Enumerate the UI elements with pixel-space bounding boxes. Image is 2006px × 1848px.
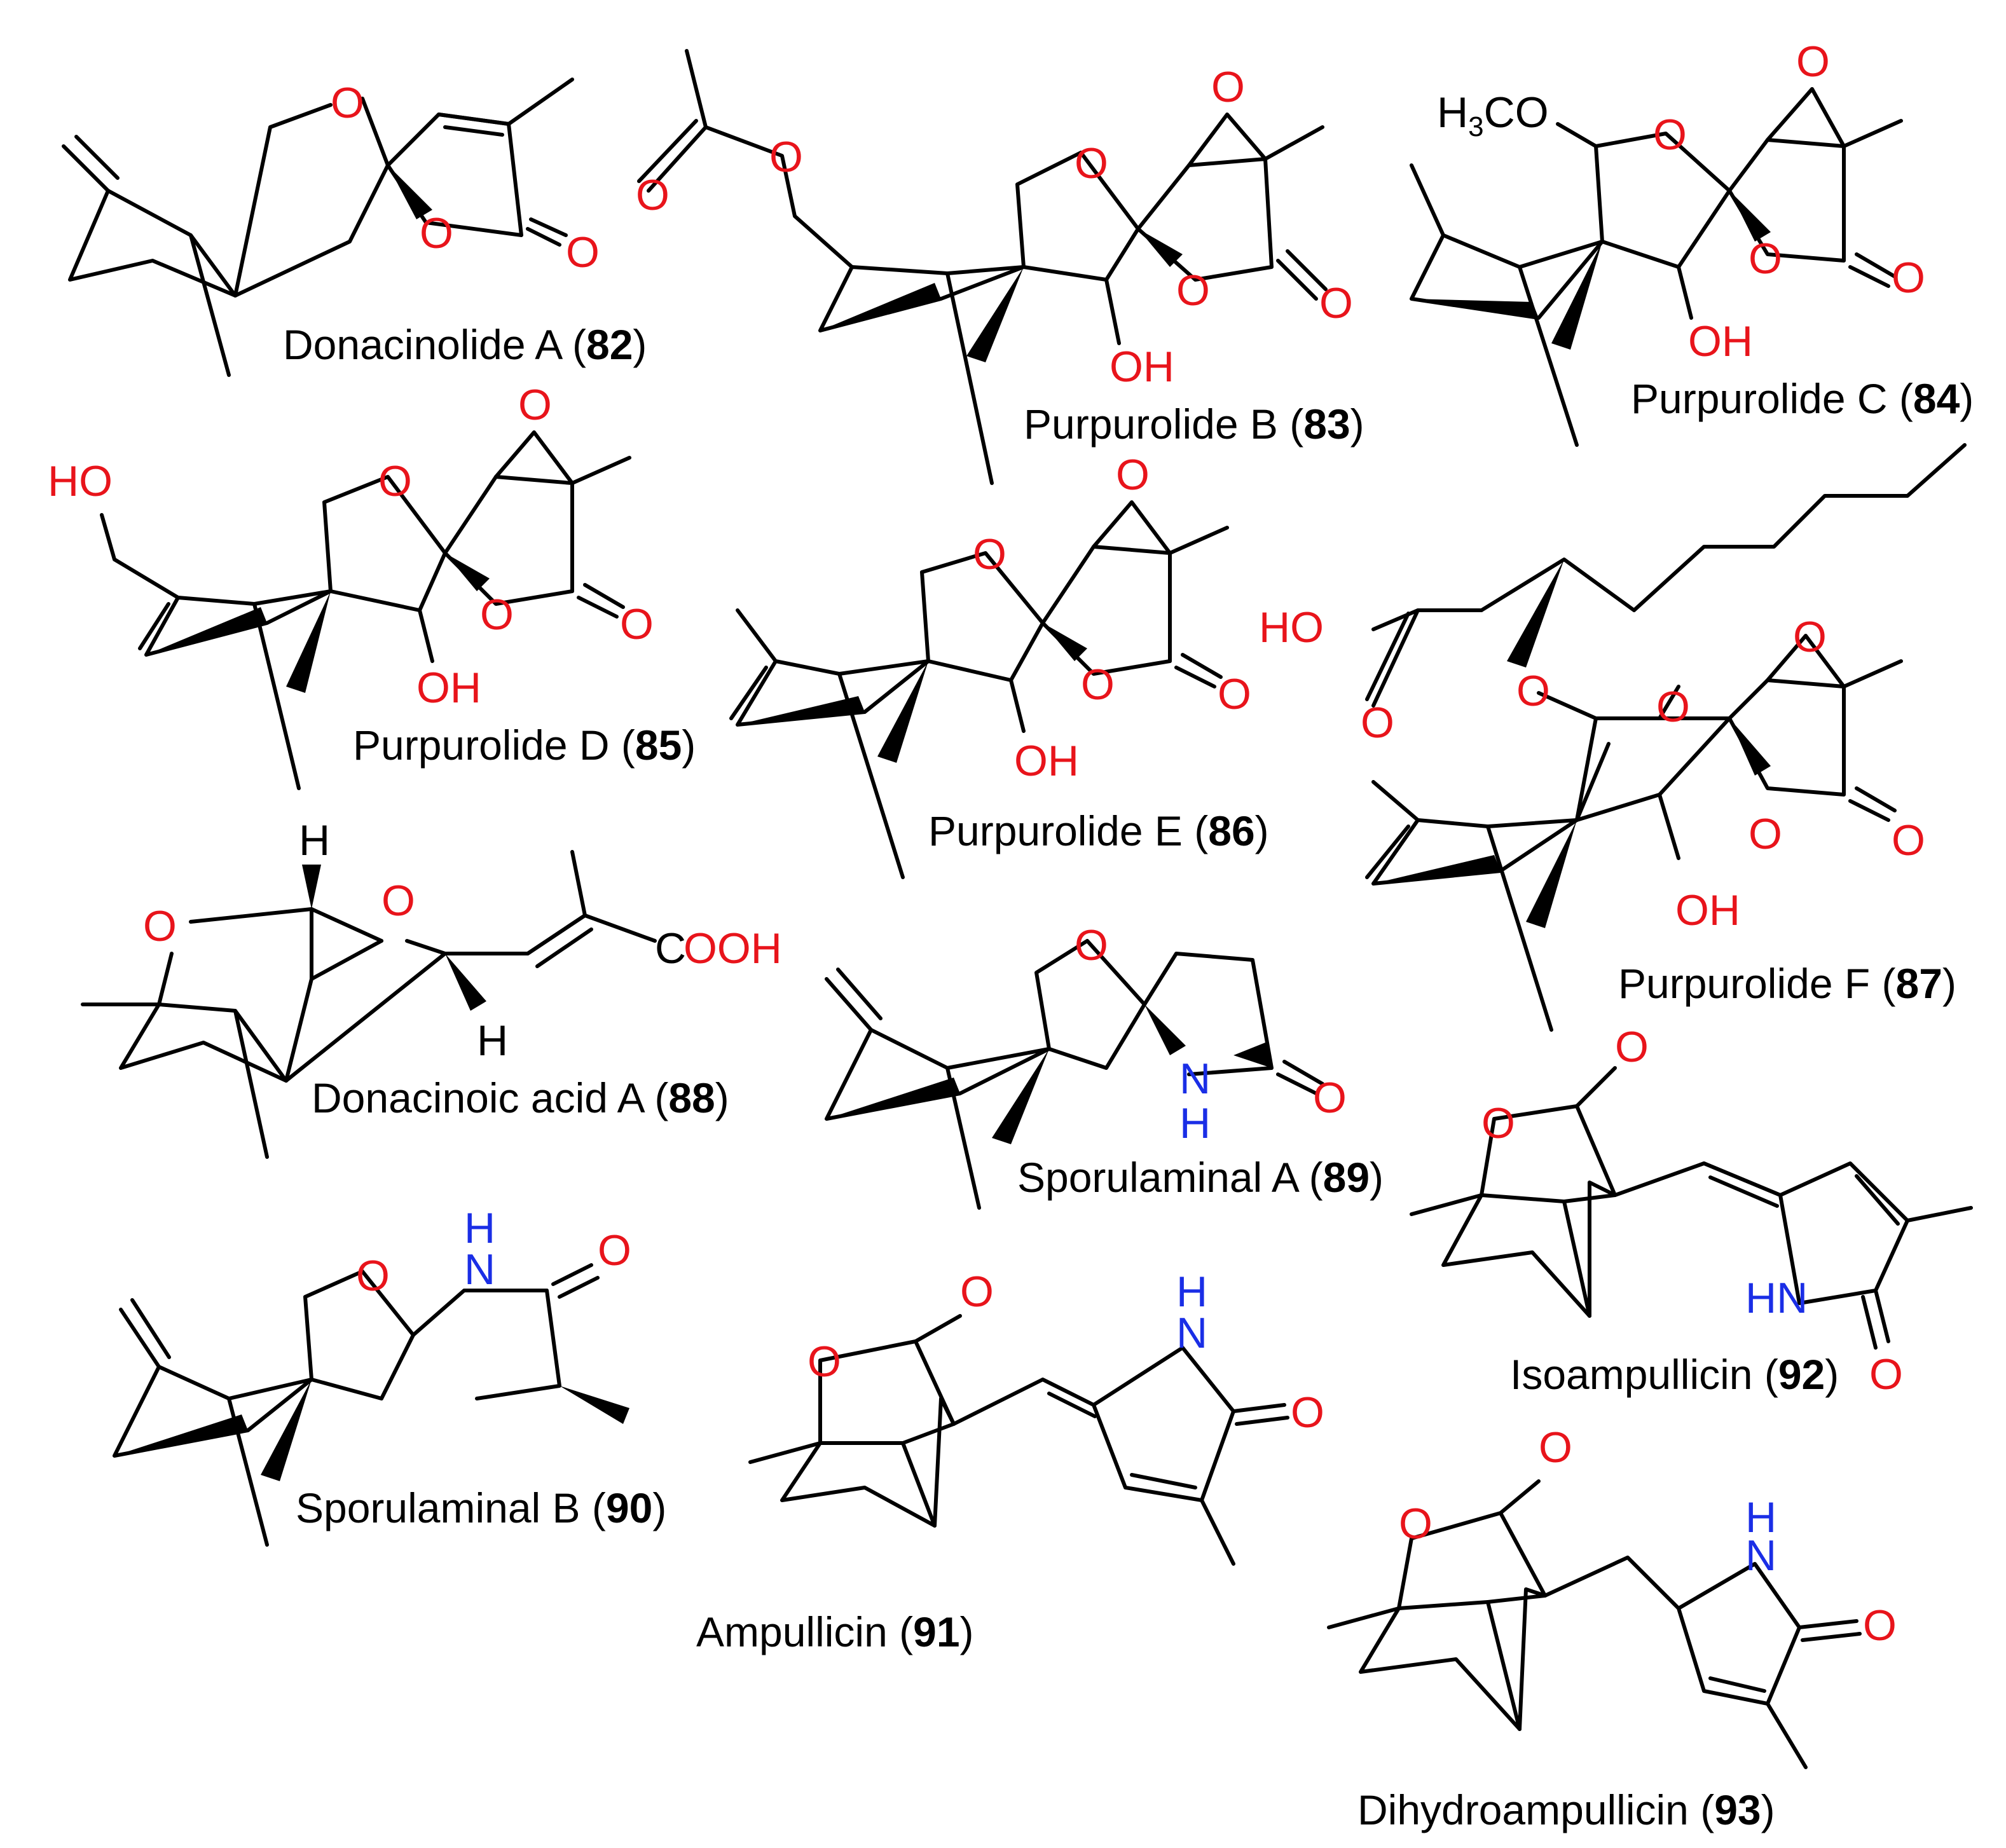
atom-o: O [1748,810,1782,858]
atom-oh: OH [1109,343,1174,391]
atom-o: O [1313,1074,1347,1122]
atom-o: O [620,600,654,648]
label-92: Isoampullicin (92) [1510,1351,1839,1398]
atom-o: O [1892,254,1925,302]
atom-o: O [1176,266,1210,315]
atom-h: H [477,1016,508,1065]
atom-ho: HO [1259,603,1324,652]
atom-ho: HO [48,457,113,505]
structure-92: O O HN O [1410,1023,1973,1399]
atom-o: O [1796,38,1830,86]
atom-o: O [1081,660,1115,709]
label-83: Purpurolide B (83) [1024,400,1364,448]
atom-o: O [1615,1023,1649,1071]
label-82: Donacinolide A (82) [283,321,647,368]
structure-89: O N H O [825,921,1347,1210]
atom-h: H [1176,1268,1207,1316]
atom-o: O [1793,613,1827,661]
atom-c: C [655,924,686,973]
atom-o: O [1075,921,1108,969]
atom-n: N [1176,1309,1207,1357]
atom-o: O [1291,1388,1324,1437]
atom-o: O [143,902,177,950]
atom-o: O [1748,235,1782,283]
atom-h3co: H3CO [1437,88,1549,142]
label-86: Purpurolide E (86) [928,807,1269,854]
label-89: Sporulaminal A (89) [1017,1154,1384,1201]
atom-o: O [420,209,453,257]
atom-o: O [566,228,600,277]
atom-o: O [807,1338,841,1386]
atom-o: O [1481,1099,1515,1147]
atom-o: O [1116,451,1150,499]
atom-o: O [1211,63,1245,111]
atom-o: O [480,591,514,639]
atom-o: O [1892,816,1925,865]
atom-o: O [973,530,1006,578]
atom-o: O [356,1252,390,1300]
atom-o: O [1218,670,1251,718]
atom-o: O [598,1226,631,1275]
atom-o: O [518,381,552,429]
atom-o: O [1399,1500,1432,1548]
structure-85: HO O O O O OH [48,381,654,790]
atom-o: O [1656,683,1690,731]
atom-oh: OH [1014,737,1079,785]
label-87: Purpurolide F (87) [1618,960,1956,1007]
structure-86: O O O O OH [729,451,1251,879]
atom-o: O [960,1268,994,1316]
structure-93: O O N H O [1327,1423,1897,1769]
atom-o: O [769,133,803,181]
structure-91: O O N H O [748,1268,1324,1566]
structure-90: N H O O [113,1204,631,1547]
atom-o: O [1516,667,1550,715]
structure-88: H O O H C OOH [81,816,782,1159]
atom-o: O [1539,1423,1572,1472]
label-91: Ampullicin (91) [696,1608,974,1655]
atom-h: H [1179,1099,1211,1147]
atom-oh: OH [1675,886,1740,934]
atom-o: O [1361,699,1394,747]
atom-oh: OH [1688,317,1753,366]
atom-o: O [1869,1350,1903,1399]
atom-hn: HN [1745,1274,1808,1322]
atom-n: N [464,1245,495,1294]
label-85: Purpurolide D (85) [353,722,696,769]
atom-o: O [378,457,412,505]
atom-o: O [381,877,415,925]
structure-82: O O O [62,78,600,377]
atom-n: N [1745,1531,1776,1580]
atom-o: O [1075,139,1108,188]
atom-oh: OH [416,664,481,712]
atom-n: N [1179,1055,1211,1103]
label-93: Dihydroampullicin (93) [1357,1786,1775,1833]
atom-o: O [331,79,364,127]
atom-h: H [299,816,330,865]
label-90: Sporulaminal B (90) [296,1484,666,1531]
atom-ooh: OOH [684,924,782,973]
structure-87: HO O O O O O O OH [1259,443,1967,1032]
label-88: Donacinoic acid A (88) [312,1074,729,1121]
label-84: Purpurolide C (84) [1631,375,1974,422]
atom-o: O [1863,1601,1897,1650]
atom-o: O [1319,279,1353,327]
structure-83: O O O O O O OH [636,49,1353,485]
structure-84: H3CO O O O O OH [1410,38,1925,447]
atom-o: O [636,171,670,219]
atom-h: H [464,1204,495,1252]
atom-o: O [1653,111,1687,159]
atom-h: H [1745,1493,1776,1542]
